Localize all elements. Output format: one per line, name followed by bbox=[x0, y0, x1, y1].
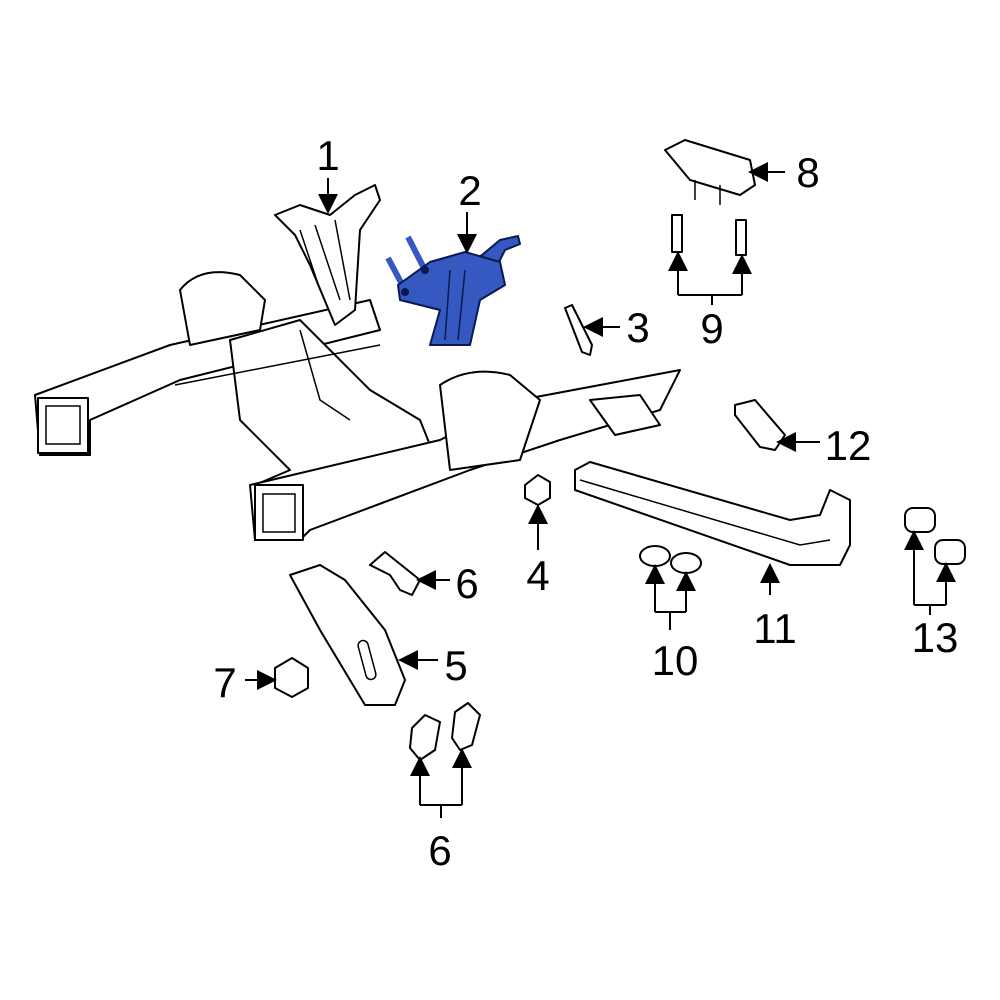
part-10-nuts[interactable] bbox=[639, 545, 702, 574]
part-9-studs[interactable] bbox=[671, 214, 747, 256]
part-6-stud[interactable] bbox=[369, 551, 421, 596]
callout-1[interactable]: 1 bbox=[316, 132, 339, 179]
part-6-studs[interactable] bbox=[409, 714, 441, 761]
part-7-nut[interactable] bbox=[274, 657, 309, 698]
callout-2[interactable]: 2 bbox=[458, 167, 481, 214]
callout-9[interactable]: 9 bbox=[700, 305, 723, 352]
callout-8[interactable]: 8 bbox=[796, 149, 819, 196]
part-2-engine-mount-bracket[interactable] bbox=[385, 235, 521, 346]
callout-12[interactable]: 12 bbox=[825, 422, 872, 469]
part-5-bracket[interactable] bbox=[289, 564, 406, 706]
callout-6-top[interactable]: 6 bbox=[455, 560, 478, 607]
callout-5[interactable]: 5 bbox=[444, 642, 467, 689]
part-11-crossmember[interactable] bbox=[574, 461, 851, 566]
part-12-link[interactable] bbox=[734, 399, 786, 451]
part-4-nut[interactable] bbox=[524, 474, 551, 506]
part-8-mount[interactable] bbox=[664, 139, 756, 196]
callout-leaders bbox=[245, 162, 956, 818]
callout-4[interactable]: 4 bbox=[526, 552, 549, 599]
callout-11[interactable]: 11 bbox=[753, 605, 797, 652]
vehicle-frame bbox=[34, 271, 681, 541]
callout-6-bottom[interactable]: 6 bbox=[428, 827, 451, 874]
callout-3[interactable]: 3 bbox=[626, 304, 649, 351]
part-3-bolt[interactable] bbox=[564, 304, 593, 356]
callout-7[interactable]: 7 bbox=[213, 659, 236, 706]
callout-10[interactable]: 10 bbox=[652, 637, 699, 684]
callout-13[interactable]: 13 bbox=[912, 614, 959, 661]
